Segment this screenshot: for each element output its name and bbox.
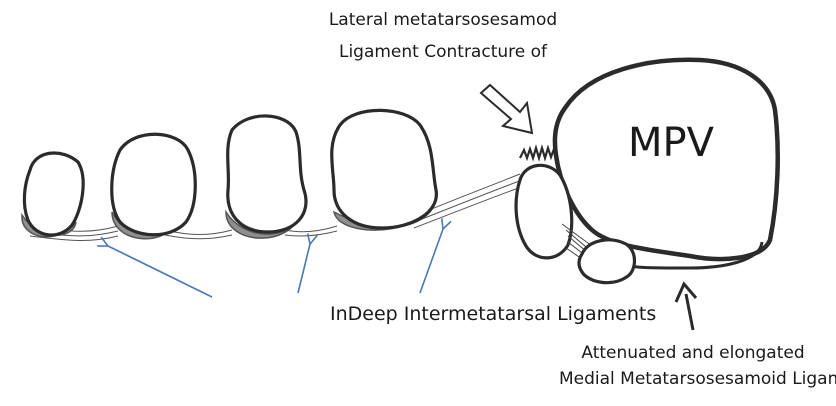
lateral-ligament-label-line2: Ligament Contracture of — [338, 42, 548, 62]
pointer-arrow-medial — [419, 229, 443, 294]
metatarsal-head-3 — [225, 114, 308, 239]
deep-intermetatarsal-ligaments-label: InDeep Intermetatarsal Ligaments — [330, 303, 657, 325]
contracture-arrow — [479, 83, 534, 135]
medial-ligament-label-line2: Medial Metatarsosesamoid Ligament — [559, 369, 836, 389]
contracture-squiggle — [519, 144, 559, 162]
lateral-ligament-label-line1: Lateral metatarsosesamod — [328, 10, 558, 30]
medial-ligament-arrow — [674, 281, 698, 331]
pointer-arrow-lateral — [108, 246, 213, 298]
metatarsal-head-4 — [110, 132, 197, 240]
deep-ligament-pointers — [108, 229, 443, 298]
medial-ligament-line — [629, 241, 764, 270]
pointer-arrow-middle — [297, 244, 310, 294]
mpv-label: MPV — [628, 120, 714, 166]
metatarsal-head-5 — [21, 151, 85, 238]
fibular-sesamoid — [514, 163, 574, 260]
tibial-sesamoid — [577, 238, 637, 285]
medial-ligament-label-line1: Attenuated and elongated — [581, 343, 805, 363]
metatarsal-head-2 — [330, 108, 438, 231]
